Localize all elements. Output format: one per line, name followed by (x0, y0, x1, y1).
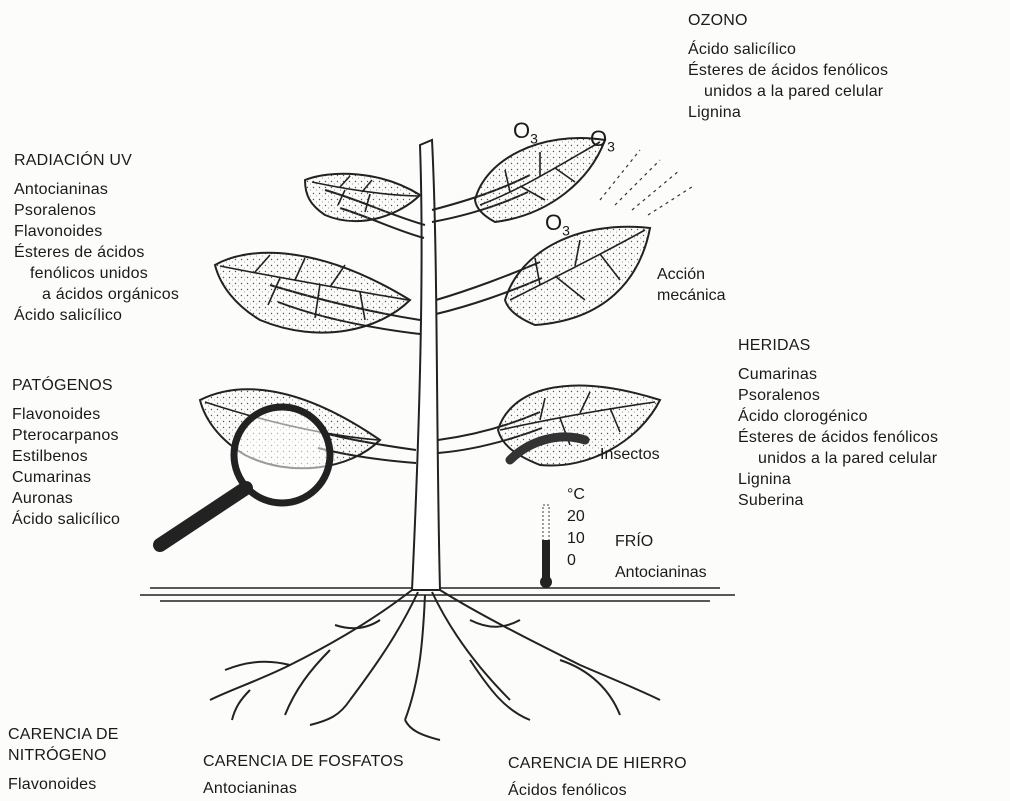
patogenos-item: Cumarinas (12, 467, 120, 488)
leaf-middle-right (505, 227, 650, 325)
patogenos-block: PATÓGENOS Flavonoides Pterocarpanos Esti… (12, 375, 120, 530)
radiacion-uv-item: Flavonoides (14, 221, 179, 242)
ozone-symbol: O3 (545, 210, 570, 238)
radiacion-uv-block: RADIACIÓN UV Antocianinas Psoralenos Fla… (14, 150, 179, 326)
magnifying-glass (160, 407, 330, 545)
thermometer-tick: 10 (567, 528, 585, 550)
radiacion-uv-item: Psoralenos (14, 200, 179, 221)
radiacion-uv-item: fenólicos unidos (14, 263, 179, 284)
patogenos-item: Flavonoides (12, 404, 120, 425)
heridas-item: Ésteres de ácidos fenólicos (738, 427, 938, 448)
patogenos-item: Estilbenos (12, 446, 120, 467)
carencia-nitrogeno-title: NITRÓGENO (8, 745, 119, 766)
thermometer-tick: 20 (567, 506, 585, 528)
radiacion-uv-title: RADIACIÓN UV (14, 150, 179, 171)
heridas-item: unidos a la pared celular (738, 448, 938, 469)
radiacion-uv-item: Ésteres de ácidos (14, 242, 179, 263)
frio-item: Antocianinas (615, 563, 707, 583)
carencia-nitrogeno-block: CARENCIA DE NITRÓGENO Flavonoides (8, 724, 119, 795)
ozono-item: unidos a la pared celular (688, 81, 888, 102)
ozono-title: OZONO (688, 10, 888, 31)
patogenos-item: Auronas (12, 488, 120, 509)
heridas-item: Cumarinas (738, 364, 938, 385)
accion-mecanica-label-line1: Acción (657, 265, 705, 285)
carencia-hierro-title: CARENCIA DE HIERRO (508, 753, 687, 774)
radiacion-uv-item: a ácidos orgánicos (14, 284, 179, 305)
carencia-nitrogeno-title: CARENCIA DE (8, 724, 119, 745)
thermometer (540, 505, 552, 588)
ozono-block: OZONO Ácido salicílico Ésteres de ácidos… (688, 10, 888, 123)
patogenos-title: PATÓGENOS (12, 375, 120, 396)
leaf-middle-left (215, 253, 410, 333)
carencia-hierro-block: CARENCIA DE HIERRO Ácidos fenólicos (508, 753, 687, 801)
heridas-item: Suberina (738, 490, 938, 511)
accion-mecanica-label-line2: mecánica (657, 286, 725, 306)
carencia-fosfatos-title: CARENCIA DE FOSFATOS (203, 751, 404, 772)
carencia-fosfatos-item: Antocianinas (203, 778, 404, 799)
leaf-top-left (305, 174, 420, 221)
insectos-label: Insectos (600, 445, 660, 465)
plant-roots (210, 590, 660, 740)
ozone-wave-lines (600, 150, 695, 215)
heridas-title: HERIDAS (738, 335, 938, 356)
radiacion-uv-item: Antocianinas (14, 179, 179, 200)
ozone-symbol: O3 (513, 118, 538, 146)
ozono-item: Lignina (688, 102, 888, 123)
patogenos-item: Ácido salicílico (12, 509, 120, 530)
radiacion-uv-item: Ácido salicílico (14, 305, 179, 326)
heridas-block: HERIDAS Cumarinas Psoralenos Ácido cloro… (738, 335, 938, 511)
ozono-item: Ácido salicílico (688, 39, 888, 60)
carencia-hierro-item: Ácidos fenólicos (508, 780, 687, 801)
carencia-fosfatos-block: CARENCIA DE FOSFATOS Antocianinas (203, 751, 404, 799)
ozono-item: Ésteres de ácidos fenólicos (688, 60, 888, 81)
frio-title: FRÍO (615, 532, 653, 552)
carencia-nitrogeno-item: Flavonoides (8, 774, 119, 795)
plant-stem (412, 140, 440, 590)
heridas-item: Lignina (738, 469, 938, 490)
heridas-item: Ácido clorogénico (738, 406, 938, 427)
thermometer-unit: °C (567, 484, 585, 506)
ozone-symbol: O3 (590, 126, 615, 154)
thermometer-tick: 0 (567, 550, 585, 572)
thermometer-scale: °C 20 10 0 (567, 484, 585, 572)
patogenos-item: Pterocarpanos (12, 425, 120, 446)
heridas-item: Psoralenos (738, 385, 938, 406)
